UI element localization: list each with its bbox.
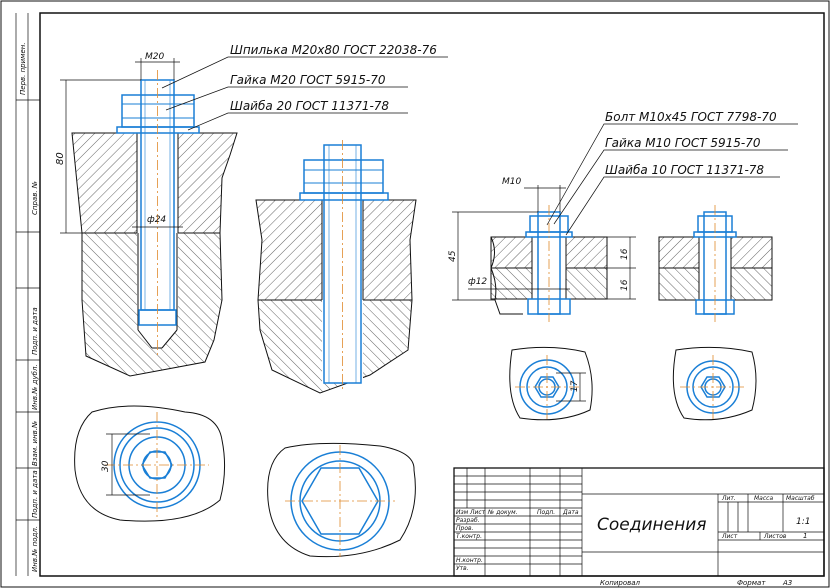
tb-row-prov: Пров. — [456, 525, 474, 532]
tb-row-razrab: Разраб. — [456, 517, 480, 524]
bolt-joint-section — [490, 205, 608, 322]
dim-phi12: ф12 — [468, 277, 487, 287]
callout-bolt: Болт М10х45 ГОСТ 7798-70 — [605, 110, 777, 124]
stud-joint-view — [255, 140, 417, 394]
tb-lit: Лит. — [721, 495, 736, 502]
dim-16b: 16 — [620, 279, 630, 291]
dim-80: 80 — [55, 152, 66, 165]
dim-16a: 16 — [620, 248, 630, 260]
stud-joint-section — [71, 70, 238, 377]
dimensions: М20 80 ф24 30 М10 45 ф12 16 16 — [55, 52, 798, 496]
bolt-joint-view — [658, 205, 773, 322]
tb-scale: 1:1 — [796, 517, 810, 527]
tb-col-ndoc: № докум. — [487, 509, 518, 516]
dim-m10: М10 — [502, 177, 521, 187]
strip-label: Взам. инв.№ — [31, 421, 39, 466]
footer-kopiroval: Копировал — [600, 579, 641, 587]
stud-top-view-right — [267, 442, 416, 558]
callout-stud: Шпилька М20х80 ГОСТ 22038-76 — [230, 43, 437, 57]
footer-format: Формат — [737, 579, 766, 587]
tb-row-nkontr: Н.контр. — [456, 557, 483, 564]
dim-17: 17 — [570, 380, 580, 392]
tb-massa: Масса — [754, 495, 773, 502]
tb-listov: Листов — [763, 533, 787, 540]
dim-m20: М20 — [145, 52, 164, 62]
strip-label: Подп. и дата — [31, 307, 39, 355]
tb-col-list: Лист — [469, 509, 486, 516]
tb-masshtab: Масштаб — [786, 495, 815, 502]
strip-label: Справ. № — [31, 181, 39, 215]
callout-nut-m20: Гайка М20 ГОСТ 5915-70 — [230, 73, 386, 87]
tb-col-data: Дата — [562, 509, 579, 516]
strip-label: Подп. и дата — [31, 470, 39, 518]
inner-frame — [39, 12, 825, 577]
bolt-top-view-left — [509, 346, 593, 421]
callout-washer-20: Шайба 20 ГОСТ 11371-78 — [230, 99, 389, 113]
drawing-title: Соединения — [597, 515, 707, 535]
strip-label: Инв.№ дубл. — [31, 364, 39, 410]
dim-30: 30 — [101, 460, 111, 472]
left-strip: Перв. примен. Справ. № Подп. и дата Инв.… — [15, 13, 40, 576]
strip-label: Инв.№ подл. — [31, 526, 39, 572]
tb-row-utv: Утв. — [456, 565, 469, 572]
title-block: Изм Лист № докум. Подп. Дата Разраб. Про… — [453, 467, 825, 577]
dim-phi24: ф24 — [147, 215, 166, 225]
tb-row-tkontr: Т.контр. — [456, 533, 482, 540]
dim-45: 45 — [448, 250, 458, 262]
tb-listov-val: 1 — [803, 532, 807, 540]
strip-label: Перв. примен. — [19, 42, 27, 95]
callout-washer-10: Шайба 10 ГОСТ 11371-78 — [605, 163, 764, 177]
callout-nut-m10: Гайка М10 ГОСТ 5915-70 — [605, 136, 761, 150]
footer-format-val: А3 — [782, 579, 792, 587]
tb-col-podp: Подп. — [537, 509, 555, 516]
tb-col-izm: Изм — [456, 509, 469, 516]
stud-top-view-left — [74, 405, 226, 522]
bolt-top-view-right — [672, 346, 757, 421]
tb-list: Лист — [721, 533, 738, 540]
